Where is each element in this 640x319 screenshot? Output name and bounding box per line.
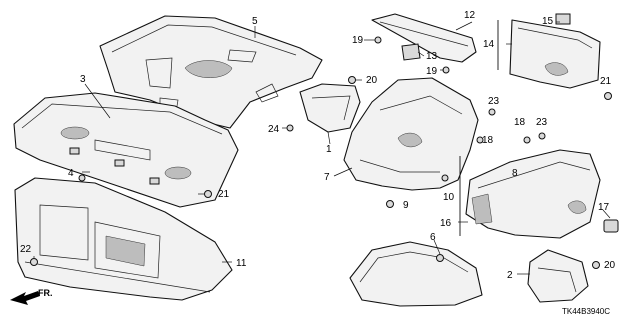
fasteners xyxy=(30,36,612,269)
callout-20b: 20 xyxy=(604,260,616,271)
diagram-code: TK44B3940C xyxy=(562,307,610,316)
callout-2: 2 xyxy=(507,270,513,281)
callout-6: 6 xyxy=(430,232,436,243)
callout-labels: 5 3 4 1 7 11 12 13 14 15 16 17 2 6 19 19… xyxy=(20,10,616,281)
part-16-right-trunk-side-lining xyxy=(465,149,601,239)
callout-24: 24 xyxy=(268,124,280,135)
callout-19b: 19 xyxy=(426,66,438,77)
callout-23b: 23 xyxy=(536,117,548,128)
callout-7: 7 xyxy=(324,172,330,183)
callout-11: 11 xyxy=(236,258,247,269)
callout-14: 14 xyxy=(483,39,495,50)
part-13-trim-clip xyxy=(401,43,421,61)
callout-22: 22 xyxy=(20,244,32,255)
part-7-left-trunk-side-lining xyxy=(343,77,479,191)
callout-13: 13 xyxy=(426,51,438,62)
callout-12: 12 xyxy=(464,10,476,21)
callout-21b: 21 xyxy=(600,76,612,87)
callout-21a: 21 xyxy=(218,189,230,200)
callout-4: 4 xyxy=(68,168,74,179)
part-14-trunk-lid-lining xyxy=(509,19,601,89)
callout-23a: 23 xyxy=(488,96,500,107)
callout-1: 1 xyxy=(326,144,332,155)
callout-15: 15 xyxy=(542,16,554,27)
callout-16: 16 xyxy=(440,218,452,229)
callout-18b: 18 xyxy=(514,117,526,128)
callout-18a: 18 xyxy=(482,135,494,146)
callout-5: 5 xyxy=(252,16,258,27)
part-15-lining-clip xyxy=(555,13,571,25)
callout-17: 17 xyxy=(598,202,610,213)
part-6-trunk-floor-mat xyxy=(349,241,483,307)
callout-19a: 19 xyxy=(352,35,364,46)
front-direction-label: FR. xyxy=(38,288,53,298)
callout-3: 3 xyxy=(80,74,86,85)
callout-20a: 20 xyxy=(366,75,378,86)
callout-9: 9 xyxy=(403,200,409,211)
part-17-clip xyxy=(603,219,619,233)
front-direction-arrow: FR. xyxy=(10,288,53,305)
leader-lines xyxy=(33,21,611,275)
part-1-trim-piece xyxy=(299,83,361,133)
callout-10: 10 xyxy=(443,192,455,203)
part-5-rear-tray xyxy=(99,15,323,129)
part-12-trunk-lid-trim xyxy=(371,13,477,63)
part-2-bracket xyxy=(527,249,589,303)
part-11-rear-bulkhead-panel xyxy=(14,177,233,301)
callout-8: 8 xyxy=(512,168,518,179)
part-3-rear-shelf xyxy=(13,92,239,208)
